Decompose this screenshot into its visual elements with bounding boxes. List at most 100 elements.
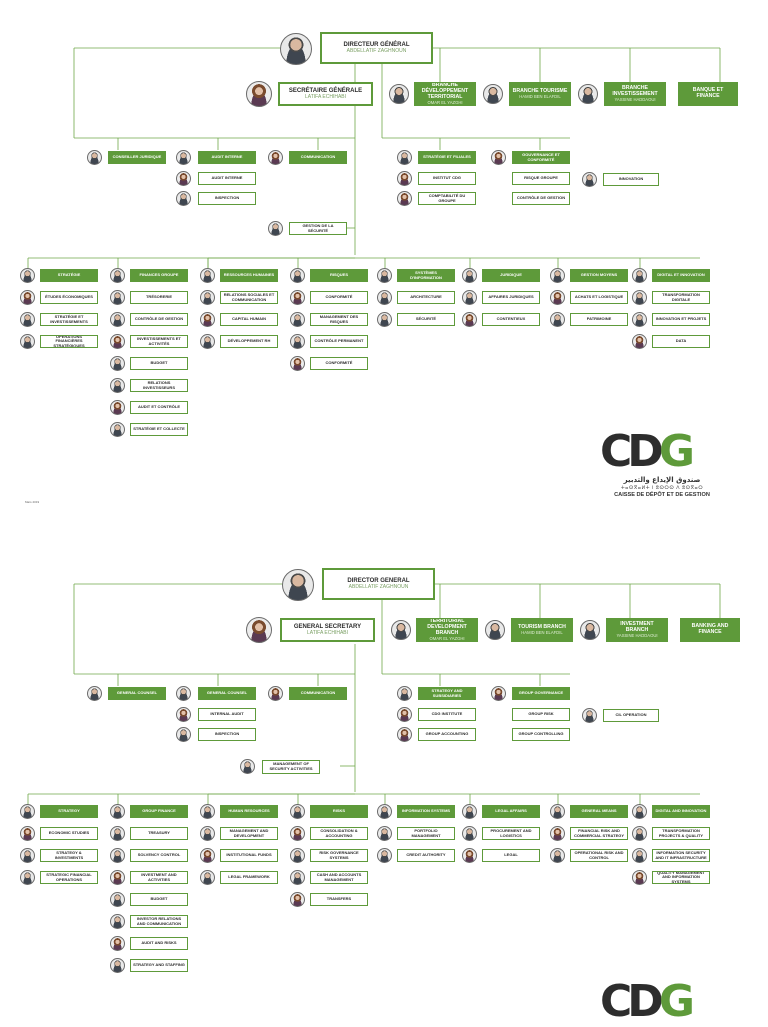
unit-box: GROUP RISK xyxy=(512,708,570,721)
unit-box: COMPTABILITÉ DU GROUPE xyxy=(418,192,476,205)
division-head-box: RISQUES xyxy=(310,269,368,282)
unit-box: GROUP GOVERNANCE xyxy=(512,687,570,700)
division-unit-title: STRATÉGIE ET INVESTISSEMENTS xyxy=(50,313,88,324)
division-head-box: RESSOURCES HUMAINES xyxy=(220,269,278,282)
connector-lines xyxy=(27,583,721,804)
branch-title: BRANCHE INVESTISSEMENT xyxy=(612,84,658,97)
secretary-name: LATIFA ECHIHABI xyxy=(306,629,349,636)
division-unit-title: STRATEGY & INVESTMENTS xyxy=(54,849,84,860)
division-unit-title: PATRIMOINE xyxy=(586,316,612,322)
unit-title: CONTRÔLE DE GESTION xyxy=(516,195,566,201)
division-unit-box: CAPITAL HUMAIN xyxy=(220,313,278,326)
division-head-photo xyxy=(377,268,392,283)
director-name: ABDELLATIF ZAGHNOUN xyxy=(348,583,409,590)
unit-box: GENERAL COUNSEL xyxy=(198,687,256,700)
division-unit-title: ÉTUDES ÉCONOMIQUES xyxy=(45,294,93,300)
division-head-photo xyxy=(200,268,215,283)
division-unit-box: CONSOLIDATION & ACCOUNTING xyxy=(310,827,368,840)
division-unit-box: TREASURY xyxy=(130,827,188,840)
unit-photo xyxy=(200,334,215,349)
unit-photo xyxy=(290,290,305,305)
unit-title: INNOVATION xyxy=(618,176,644,182)
secretary-title: SECRÉTAIRE GÉNÉRALE xyxy=(288,87,363,94)
unit-photo xyxy=(397,686,412,701)
division-unit-box: MANAGEMENT AND DEVELOPMENT xyxy=(220,827,278,840)
unit-photo xyxy=(200,848,215,863)
unit-title: GOUVERNANCE ET CONFORMITÉ xyxy=(522,151,560,162)
division-unit-title: OPÉRATIONS FINANCIÈRES STRATÉGIQUES xyxy=(53,335,85,348)
division-head-box: LEGAL AFFAIRS xyxy=(482,805,540,818)
division-unit-title: BUDGET xyxy=(150,360,168,366)
division-unit-title: TRÉSORERIE xyxy=(145,294,172,300)
branch-photo xyxy=(483,84,503,104)
unit-photo xyxy=(550,826,565,841)
division-unit-title: RELATIONS SOCIALES ET COMMUNICATION xyxy=(223,291,275,302)
unit-photo xyxy=(176,727,191,742)
unit-title: INTERNAL AUDIT xyxy=(210,711,244,717)
unit-photo xyxy=(632,870,647,885)
division-unit-box: AUDIT ET CONTRÔLE xyxy=(130,401,188,414)
unit-photo xyxy=(200,826,215,841)
division-unit-box: ARCHITECTURE xyxy=(397,291,455,304)
branch-head-name: HAMID BEN ELAFDIL xyxy=(521,629,563,635)
division-unit-title: LEGAL FRAMEWORK xyxy=(228,874,270,880)
division-unit-box: RELATIONS SOCIALES ET COMMUNICATION xyxy=(220,291,278,304)
division-unit-title: CONFORMITÉ xyxy=(325,360,353,366)
division-unit-box: STRATÉGIE ET INVESTISSEMENTS xyxy=(40,313,98,326)
division-unit-title: INVESTISSEMENTS ET ACTIVITÉS xyxy=(137,335,181,346)
branch-head-name: YASSINE HADDAOUI xyxy=(614,96,656,102)
division-title: INFORMATION SYSTEMS xyxy=(401,808,451,814)
unit-box: INTERNAL AUDIT xyxy=(198,708,256,721)
division-unit-box: STRATEGIC FINANCIAL OPERATIONS xyxy=(40,871,98,884)
unit-photo xyxy=(397,191,412,206)
division-head-box: RISKS xyxy=(310,805,368,818)
division-title: RISQUES xyxy=(329,272,348,278)
division-title: STRATÉGIE xyxy=(57,272,81,278)
unit-box: INSPECTION xyxy=(198,728,256,741)
division-unit-box: CASH AND ACCOUNTS MANAGEMENT xyxy=(310,871,368,884)
unit-box: AUDIT INTERNE xyxy=(198,151,256,164)
unit-title: STRATÉGIE ET FILIALES xyxy=(423,154,471,160)
unit-title: COMMUNICATION xyxy=(300,690,336,696)
cdg-logo-mark: CDG xyxy=(600,426,695,477)
unit-photo xyxy=(290,334,305,349)
division-unit-title: QUALITY MANAGEMENT AND INFORMATION SYSTE… xyxy=(657,871,705,884)
division-unit-title: PROCUREMENT AND LOGISTICS xyxy=(490,827,532,838)
unit-title: GROUP RISK xyxy=(528,711,554,717)
division-head-photo xyxy=(632,804,647,819)
branch-tourism: TOURISM BRANCH HAMID BEN ELAFDIL xyxy=(511,618,573,642)
security-title: MANAGEMENT OF SECURITY ACTIVITIES xyxy=(269,761,313,771)
unit-box: STRATÉGIE ET FILIALES xyxy=(418,151,476,164)
branch-investment: BRANCHE INVESTISSEMENT YASSINE HADDAOUI xyxy=(604,82,666,106)
division-unit-title: SÉCURITÉ xyxy=(415,316,437,322)
unit-photo xyxy=(290,312,305,327)
division-unit-title: TRANSFERS xyxy=(326,896,352,902)
division-head-box: JURIDIQUE xyxy=(482,269,540,282)
division-head-photo xyxy=(550,268,565,283)
unit-box: CONSEILLER JURIDIQUE xyxy=(108,151,166,164)
unit-photo xyxy=(87,686,102,701)
unit-title: CONSEILLER JURIDIQUE xyxy=(112,154,162,160)
unit-photo xyxy=(20,334,35,349)
unit-photo xyxy=(550,290,565,305)
division-unit-box: DÉVELOPPEMENT RH xyxy=(220,335,278,348)
division-unit-box: DATA xyxy=(652,335,710,348)
branch-title: BANKING AND FINANCE xyxy=(691,623,729,635)
unit-photo xyxy=(290,826,305,841)
unit-photo xyxy=(110,892,125,907)
division-head-photo xyxy=(462,268,477,283)
unit-photo xyxy=(110,826,125,841)
division-unit-box: RISK GOVERNANCE SYSTEMS xyxy=(310,849,368,862)
division-head-box: GESTION MOYENS xyxy=(570,269,628,282)
division-head-box: STRATEGY xyxy=(40,805,98,818)
division-title: RISKS xyxy=(332,808,346,814)
logo-arabic-text: صندوق الإيداع والتدبير xyxy=(623,476,701,484)
unit-photo xyxy=(290,848,305,863)
division-unit-box: CONFORMITÉ xyxy=(310,291,368,304)
division-unit-title: INSTITUTIONAL FUNDS xyxy=(226,852,272,858)
secretary-photo xyxy=(246,81,272,107)
division-title: SYSTÈMES D'INFORMATION xyxy=(410,269,442,280)
unit-title: CDG INSTITUTE xyxy=(431,711,463,717)
unit-box: INNOVATION xyxy=(603,173,659,186)
division-unit-box: ACHATS ET LOGISTIQUE xyxy=(570,291,628,304)
